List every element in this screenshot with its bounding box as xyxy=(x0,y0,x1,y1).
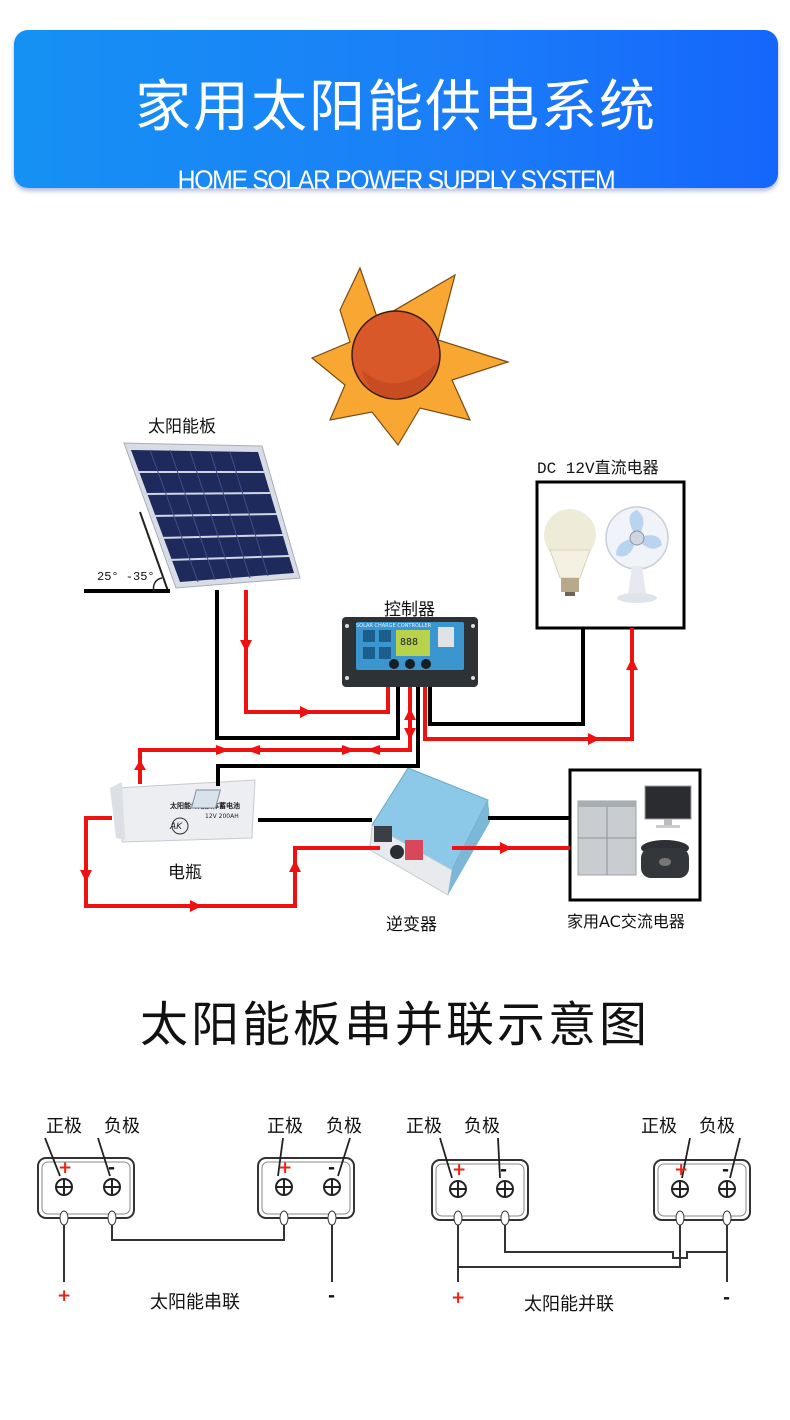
battery-rating: 12V 200AH xyxy=(205,813,239,820)
series-caption: 太阳能串联 xyxy=(150,1292,240,1313)
series-minus-marker-1: - xyxy=(108,1158,116,1178)
series-wiring-diagram xyxy=(37,1137,355,1282)
inverter-label: 逆变器 xyxy=(386,915,437,935)
inverter-icon xyxy=(190,767,490,896)
parallel-wiring-diagram xyxy=(431,1137,751,1282)
series-negative-label-2: 负极 xyxy=(326,1116,362,1137)
negative-wires xyxy=(215,590,585,822)
series-plus-marker-2: + xyxy=(278,1158,293,1178)
parallel-output-plus: + xyxy=(451,1288,466,1308)
series-positive-label-1: 正极 xyxy=(46,1116,82,1137)
parallel-output-minus: - xyxy=(723,1288,731,1308)
solar-panel-label: 太阳能板 xyxy=(148,417,216,437)
charge-controller-icon: 888 xyxy=(342,617,478,687)
parallel-minus-marker-1: - xyxy=(500,1160,508,1180)
dc-loads-label: DC 12V直流电器 xyxy=(537,460,659,478)
controller-header-text: SOLAR CHARGE CONTROLLER xyxy=(356,623,432,629)
header-banner: 家用太阳能供电系统 HOME SOLAR POWER SUPPLY SYSTEM xyxy=(14,30,778,195)
series-output-plus: + xyxy=(57,1286,72,1306)
battery-brand: AK xyxy=(169,822,183,832)
wiring-section-title: 太阳能板串并联示意图 xyxy=(139,997,650,1053)
battery-label: 电瓶 xyxy=(168,863,202,883)
series-negative-label-1: 负极 xyxy=(104,1116,140,1137)
banner-subtitle: HOME SOLAR POWER SUPPLY SYSTEM xyxy=(177,165,616,195)
parallel-negative-label-1: 负极 xyxy=(464,1116,500,1137)
series-positive-label-2: 正极 xyxy=(267,1116,303,1137)
banner-title: 家用太阳能供电系统 xyxy=(135,75,657,140)
parallel-minus-marker-2: - xyxy=(722,1160,730,1180)
parallel-plus-marker-2: + xyxy=(674,1160,689,1180)
solar-panel-icon xyxy=(84,442,301,593)
rice-cooker-icon xyxy=(641,840,689,878)
current-direction-arrows xyxy=(80,640,638,912)
parallel-plus-marker-1: + xyxy=(452,1160,467,1180)
parallel-positive-label-1: 正极 xyxy=(406,1116,442,1137)
parallel-negative-label-2: 负极 xyxy=(699,1116,735,1137)
ac-loads-label: 家用AC交流电器 xyxy=(567,912,685,931)
ac-loads-box xyxy=(568,768,702,902)
battery-icon: 太阳能专用胶体蓄电池 12V 200AH AK xyxy=(110,779,256,843)
tilt-angle-label: 25° -35° xyxy=(97,570,155,584)
series-minus-marker-2: - xyxy=(328,1158,336,1178)
controller-display-digits: 888 xyxy=(400,637,418,648)
parallel-caption: 太阳能并联 xyxy=(524,1294,614,1315)
sun-icon xyxy=(310,266,510,447)
computer-monitor-icon xyxy=(644,785,692,828)
dc-loads-box xyxy=(535,480,686,630)
refrigerator-icon xyxy=(577,800,637,876)
controller-label: 控制器 xyxy=(384,600,435,620)
series-output-minus: - xyxy=(328,1286,336,1306)
light-bulb-icon xyxy=(544,509,596,596)
parallel-positive-label-2: 正极 xyxy=(641,1116,677,1137)
series-plus-marker-1: + xyxy=(58,1158,73,1178)
fan-icon xyxy=(605,506,669,603)
